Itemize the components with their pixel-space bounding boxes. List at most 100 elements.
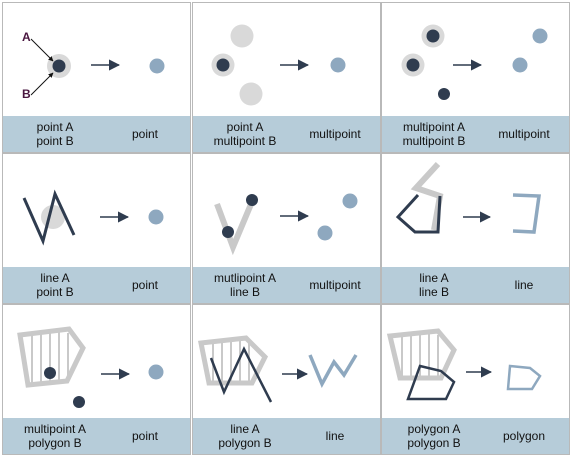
result-line (512, 193, 541, 234)
input-a-label: multipoint A (23, 422, 87, 436)
point-a (52, 59, 66, 73)
input-a-label: multipoint A (402, 120, 466, 134)
multipoint-a-1 (426, 29, 440, 43)
cell-point-multipoint: point A multipoint B multipoint (192, 2, 381, 153)
label-bar: point A point B point (3, 116, 190, 152)
multipoint-a-2 (406, 58, 420, 72)
multipoint-a-2 (222, 226, 234, 238)
input-a-label: line A (40, 271, 70, 285)
input-labels: point A point B (7, 116, 103, 152)
result-point-2 (512, 57, 528, 73)
input-a-label: polygon A (407, 422, 461, 436)
diagram-line-polygon (198, 335, 358, 403)
callout-a-label: A (22, 30, 31, 44)
result-point (330, 57, 346, 73)
input-b-label: polygon B (407, 436, 461, 450)
label-bar: multipoint A polygon B point (3, 418, 190, 454)
input-labels: line A point B (7, 267, 103, 303)
output-label-box: multipoint (289, 116, 380, 152)
result-point-1 (342, 193, 358, 209)
result-line (308, 354, 358, 389)
cell-multipoint-polygon: multipoint A polygon B point (2, 304, 191, 455)
polygon-b (386, 328, 457, 381)
diagram-polygon-polygon (386, 328, 542, 401)
input-labels: point A multipoint B (197, 116, 293, 152)
output-label: line (325, 429, 345, 443)
diagram-point-point: A B (22, 30, 165, 101)
multipoint-a-3 (438, 88, 450, 100)
cell-point-point: A B point A point B point (2, 2, 191, 153)
output-label: line (514, 278, 534, 292)
callout-b-label: B (22, 87, 31, 101)
output-label-box: line (478, 267, 569, 303)
diagram-line-line (395, 161, 541, 234)
output-label: multipoint (309, 278, 361, 292)
input-b-label: polygon B (218, 436, 272, 450)
input-labels: line A line B (386, 267, 482, 303)
input-b-label: line B (229, 285, 261, 299)
multipoint-a-1 (44, 367, 56, 379)
input-labels: line A polygon B (197, 418, 293, 454)
line-a (395, 193, 442, 234)
label-bar: multipoint A multipoint B multipoint (382, 116, 569, 152)
output-label-box: multipoint (478, 116, 569, 152)
label-bar: line A polygon B line (193, 418, 380, 454)
cell-polygon-polygon: polygon A polygon B polygon (381, 304, 570, 455)
multipoint-a-1 (246, 194, 258, 206)
cell-line-line: line A line B line (381, 153, 570, 304)
input-labels: polygon A polygon B (386, 418, 482, 454)
polygon-b (198, 335, 269, 386)
output-label-box: point (99, 267, 190, 303)
cell-line-point: line A point B point (2, 153, 191, 304)
result-point-1 (532, 28, 548, 44)
point-a (216, 58, 230, 72)
multipoint-b-3 (239, 82, 263, 106)
output-label: polygon (502, 429, 546, 443)
callout-b-leader (30, 72, 54, 96)
input-a-label: point A (36, 120, 74, 134)
label-bar: line A point B point (3, 267, 190, 303)
input-labels: multipoint A multipoint B (386, 116, 482, 152)
cell-line-polygon: line A polygon B line (192, 304, 381, 455)
output-label: point (131, 278, 159, 292)
label-bar: point A multipoint B multipoint (193, 116, 380, 152)
input-b-label: point B (36, 285, 74, 299)
output-label: multipoint (498, 127, 550, 141)
output-label-box: point (99, 116, 190, 152)
input-b-label: polygon B (28, 436, 82, 450)
line-a (22, 189, 76, 246)
diagram-line-point (22, 189, 164, 246)
output-label-box: multipoint (289, 267, 380, 303)
input-b-label: multipoint B (402, 134, 466, 148)
output-label-box: point (99, 418, 190, 454)
input-labels: mutlipoint A line B (197, 267, 293, 303)
input-b-label: point B (36, 134, 74, 148)
output-label-box: polygon (478, 418, 569, 454)
diagram-multipoint-polygon (17, 326, 164, 408)
cell-multipoint-multipoint: multipoint A multipoint B multipoint (381, 2, 570, 153)
polygon-a (406, 364, 456, 401)
input-b-label: multipoint B (213, 134, 277, 148)
input-a-label: line A (419, 271, 449, 285)
multipoint-b-1 (230, 24, 254, 48)
input-labels: multipoint A polygon B (7, 418, 103, 454)
result-point (148, 209, 164, 225)
output-label: point (131, 429, 159, 443)
callout-a-leader (30, 38, 54, 62)
cell-multipoint-line: mutlipoint A line B multipoint (192, 153, 381, 304)
result-polygon (506, 364, 542, 391)
diagram-multipoint-multipoint (401, 24, 548, 100)
output-label: point (131, 127, 159, 141)
line-b (214, 195, 257, 256)
output-label: multipoint (309, 127, 361, 141)
diagram-point-multipoint (211, 24, 346, 106)
input-a-label: mutlipoint A (213, 271, 277, 285)
result-point-2 (317, 225, 333, 241)
label-bar: line A line B line (382, 267, 569, 303)
label-bar: polygon A polygon B polygon (382, 418, 569, 454)
result-point (148, 364, 164, 380)
input-a-label: line A (230, 422, 260, 436)
label-bar: mutlipoint A line B multipoint (193, 267, 380, 303)
output-label-box: line (289, 418, 380, 454)
